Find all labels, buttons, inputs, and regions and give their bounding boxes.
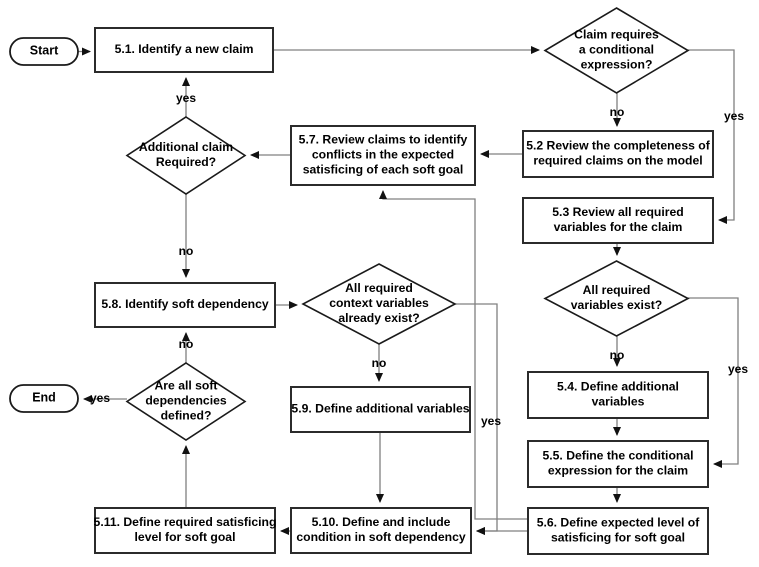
edge-label-lbl-no-addl: no	[179, 244, 194, 258]
node-shape-terminal	[9, 384, 79, 413]
node-n5_8[interactable]: 5.8. Identify soft dependency	[94, 282, 276, 328]
node-shape-diamond	[543, 7, 690, 94]
node-shape-rect	[290, 507, 472, 554]
edge-label-lbl-no-vars: no	[610, 348, 625, 362]
node-shape-rect	[94, 507, 276, 554]
node-shape-rect	[94, 282, 276, 328]
edge-d_ctx-to-n5_10	[455, 303, 498, 535]
node-shape-terminal	[9, 37, 79, 66]
edge-d_vars-to-n5_5	[688, 297, 739, 468]
node-shape-diamond	[543, 260, 690, 337]
node-label-n5_9: 5.9. Define additional variables	[291, 402, 469, 416]
node-shape-rect	[527, 371, 709, 419]
edge-d_cond-to-n5_3	[688, 49, 735, 224]
edge-labels-layer: yes no yes no no yes no yes no yes	[90, 91, 748, 428]
nodes-layer: Start 5.1. Identify a new claim Claim requ…	[9, 7, 714, 555]
node-shape-rect	[290, 386, 471, 433]
node-end[interactable]: End	[9, 384, 79, 413]
edge-label-lbl-yes-addl: yes	[176, 91, 196, 105]
edge-label-lbl-no-soft: no	[179, 337, 194, 351]
node-shape-diamond	[125, 362, 247, 441]
node-shape-rect	[94, 27, 274, 73]
edge-label-lbl-yes-vars: yes	[728, 362, 748, 376]
node-shape-rect	[527, 507, 709, 555]
node-shape-diamond	[125, 116, 247, 195]
edge-label-lbl-yes-cond: yes	[724, 109, 744, 123]
node-label-n5_8: 5.8. Identify soft dependency	[101, 297, 268, 311]
edge-label-lbl-no-ctx: no	[372, 356, 387, 370]
node-label-end: End	[32, 391, 56, 405]
node-shape-rect	[527, 440, 709, 488]
node-start[interactable]: Start	[9, 37, 79, 66]
edge-label-lbl-yes-ctx: yes	[481, 414, 501, 428]
edge-label-lbl-yes-soft: yes	[90, 391, 110, 405]
node-shape-rect	[290, 125, 476, 186]
node-shape-rect	[522, 197, 714, 244]
node-n5_9[interactable]: 5.9. Define additional variables	[290, 386, 471, 433]
node-shape-diamond	[301, 263, 457, 345]
node-label-n5_1: 5.1. Identify a new claim	[115, 42, 254, 56]
edge-label-lbl-no-cond: no	[610, 105, 625, 119]
node-label-start: Start	[30, 44, 59, 58]
edges-layer	[78, 46, 739, 535]
node-n5_1[interactable]: 5.1. Identify a new claim	[94, 27, 274, 73]
node-shape-rect	[522, 130, 714, 178]
edge-n5_6-to-n5_7	[379, 190, 528, 520]
